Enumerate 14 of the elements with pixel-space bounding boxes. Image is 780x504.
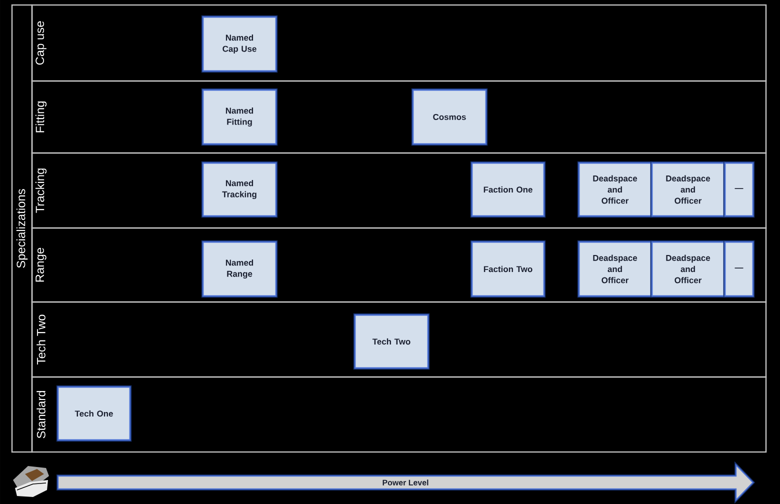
item-box: — (723, 240, 755, 298)
item-box: Named Tracking (201, 161, 278, 218)
item-box: Deadspace and Officer (577, 240, 653, 298)
item-box: Named Fitting (201, 88, 278, 146)
item-box: Named Range (201, 240, 278, 298)
item-box: Faction One (470, 161, 546, 218)
item-box: Deadspace and Officer (577, 161, 653, 218)
item-box: Tech Two (353, 313, 430, 370)
item-box: Named Cap Use (201, 15, 278, 73)
side-band: Specializations (11, 4, 33, 453)
item-box: Faction Two (470, 240, 546, 298)
item-box: Cosmos (411, 88, 488, 146)
item-box: Tech One (56, 385, 132, 442)
item-box: — (723, 161, 755, 218)
